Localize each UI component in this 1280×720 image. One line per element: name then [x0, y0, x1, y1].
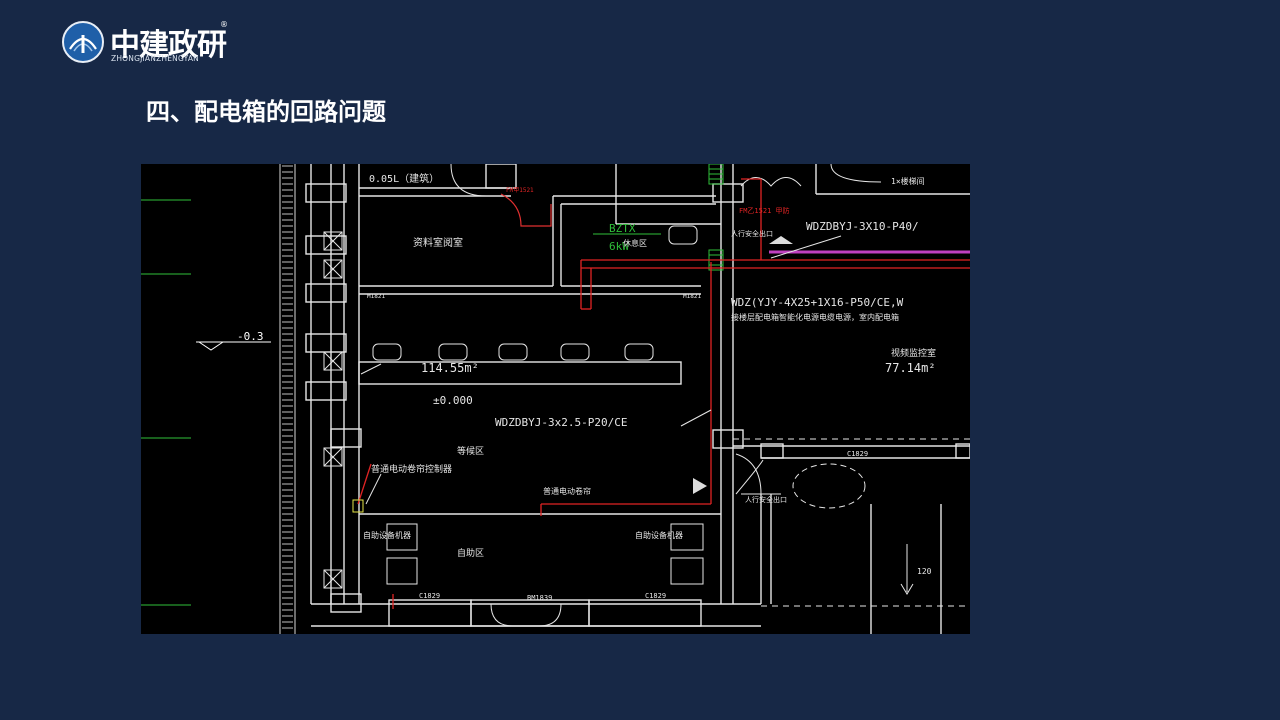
door-swings — [450, 164, 882, 627]
label-self-service-b: 自助设备机器 — [635, 530, 683, 540]
label-door-bm: BM1839 — [527, 594, 552, 602]
label-waiting-area: 等候区 — [457, 445, 484, 457]
label-self-service-area: 自助区 — [457, 547, 484, 559]
stair-arrow-icon — [900, 544, 914, 595]
label-level-top: 0.05L（建筑） — [369, 172, 439, 185]
level-symbol-icon — [196, 341, 271, 351]
label-m-b: M1821 — [683, 293, 701, 300]
floor-plan-svg: -0.3 — [141, 164, 970, 634]
label-control-panel: 普通电动卷帘控制器 — [371, 463, 452, 475]
label-control-room: 视频监控室 — [891, 347, 936, 359]
company-logo: 中建政研 ® ZHONGJIANZHENGYAN — [62, 20, 232, 66]
label-stair: 1×楼梯间 — [891, 176, 925, 186]
exit-arrow-icon — [769, 236, 793, 244]
level-minus-label: -0.3 — [237, 330, 264, 343]
label-door-b: C1829 — [645, 592, 666, 600]
label-area-main: 114.55m² — [421, 361, 479, 375]
round-area — [792, 463, 866, 509]
label-wdz-yjy: WDZ(YJY-4X25+1X16-P50/CE,W — [731, 296, 904, 309]
label-shutter: 普通电动卷帘 — [543, 486, 591, 496]
distribution-box — [352, 499, 364, 513]
green-shafts — [593, 164, 724, 271]
label-break-area: 休息区 — [623, 238, 647, 248]
logo-name: 中建政研 — [110, 28, 227, 63]
label-bztx: BZTX — [609, 222, 636, 235]
cable-routes — [357, 178, 970, 609]
slide-title: 四、配电箱的回路问题 — [146, 98, 386, 126]
outer-wall-left — [279, 164, 296, 634]
leader-lines — [360, 235, 842, 505]
label-m-a: M1821 — [367, 293, 385, 300]
label-level-zero: ±0.000 — [433, 394, 473, 407]
label-bztx-power: 6kW — [609, 240, 629, 253]
label-fm-b: FM乙1521 甲防 — [739, 206, 790, 215]
label-area-right: 77.14m² — [885, 361, 936, 375]
label-door-c: C1829 — [847, 450, 868, 458]
cad-drawing: -0.3 — [141, 164, 970, 634]
inner-walls — [305, 164, 970, 634]
equipment-boxes — [323, 231, 704, 589]
registered-mark: ® — [220, 20, 228, 29]
fire-door-arc — [500, 193, 552, 227]
wall-hatch — [282, 165, 293, 629]
label-self-service-a: 自助设备机器 — [363, 530, 411, 540]
label-fm-a: FM甲1521 — [506, 187, 534, 194]
level-marker-lines — [141, 199, 191, 606]
label-safe-exit-top: 人行安全出口 — [731, 229, 773, 238]
label-wdzdbyj-top: WDZDBYJ-3X10-P40/ — [806, 220, 919, 233]
dashed-lines — [733, 438, 970, 607]
chairs — [372, 225, 698, 361]
panel-arrow-icon — [693, 478, 707, 494]
label-note: 接楼层配电箱智能化电源电缆电源，室内配电箱 — [731, 312, 899, 322]
label-archive: 资料室阅室 — [413, 236, 463, 249]
logo-subtitle: ZHONGJIANZHENGYAN — [111, 54, 199, 63]
label-dim-down: 120 — [917, 567, 932, 576]
label-door-a: C1829 — [419, 592, 440, 600]
label-safe-exit-bottom: 人行安全出口 — [745, 495, 787, 504]
logo-emblem-icon — [62, 21, 104, 63]
label-wdzdbyj-mid: WDZDBYJ-3x2.5-P20/CE — [495, 416, 627, 429]
